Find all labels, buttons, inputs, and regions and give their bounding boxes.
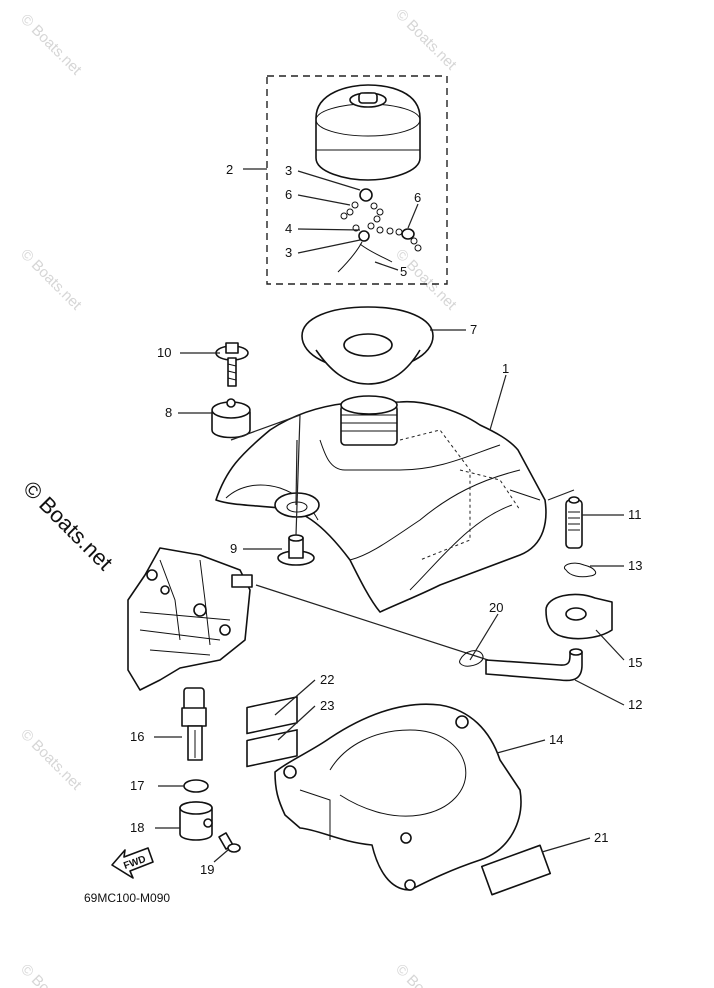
joint [179, 801, 213, 841]
callout-15: 15 [628, 655, 642, 670]
callout-1: 1 [502, 361, 509, 376]
o-ring [183, 779, 209, 793]
callout-6: 6 [285, 187, 292, 202]
fwd-arrow-icon: FWD [111, 847, 154, 879]
callout-labels: 2 3 6 6 4 3 5 7 10 1 8 11 9 13 20 15 22 … [130, 162, 642, 877]
cap-chain-assembly [337, 188, 422, 273]
watermark-text: © Boats.net [17, 961, 85, 988]
bottom-bracket [274, 703, 522, 891]
watermark-text: © Boats.net [392, 6, 460, 74]
callout-21: 21 [594, 830, 608, 845]
watermark-text: © Boats.net [17, 246, 85, 314]
callout-19: 19 [200, 862, 214, 877]
watermark-text: © Boats.net [392, 961, 460, 988]
hose-clip [564, 562, 597, 578]
carburetor [127, 547, 253, 691]
filler-seal [301, 306, 434, 385]
callout-12: 12 [628, 697, 642, 712]
callout-17: 17 [130, 778, 144, 793]
callout-11: 11 [628, 507, 642, 522]
watermark-text: © Boats.net [17, 726, 85, 794]
grommet [211, 398, 251, 439]
kit-box-outline [266, 75, 448, 285]
callout-6: 6 [414, 190, 421, 205]
callout-20: 20 [489, 600, 503, 615]
drawing-code: 69MC100-M090 [84, 891, 170, 905]
callout-2: 2 [226, 162, 233, 177]
callout-22: 22 [320, 672, 334, 687]
callout-3: 3 [285, 163, 292, 178]
callout-10: 10 [157, 345, 171, 360]
label-21 [480, 844, 552, 896]
collar [277, 534, 315, 566]
callout-23: 23 [320, 698, 334, 713]
callout-14: 14 [549, 732, 563, 747]
watermark-text: © Boats.net [17, 11, 85, 79]
tank-screw [215, 342, 249, 387]
callout-4: 4 [285, 221, 292, 236]
hose-clip-small [459, 650, 484, 667]
joint-screw [218, 832, 241, 853]
callout-7: 7 [470, 322, 477, 337]
fuel-tank [215, 395, 547, 613]
callout-3: 3 [285, 245, 292, 260]
callout-13: 13 [628, 558, 642, 573]
callout-leaders [154, 168, 625, 863]
throttle-rod [181, 687, 207, 761]
callout-5: 5 [400, 264, 407, 279]
reference-lines [230, 414, 575, 661]
callout-16: 16 [130, 729, 144, 744]
callout-18: 18 [130, 820, 144, 835]
damper-plate [545, 593, 613, 640]
fuel-hose [485, 648, 583, 682]
label-23 [246, 729, 298, 768]
callout-8: 8 [165, 405, 172, 420]
callout-9: 9 [230, 541, 237, 556]
filler-cap [315, 84, 421, 181]
watermark-large: © Boats.net [18, 476, 117, 575]
watermark-text: © Boats.net [392, 246, 460, 314]
fuel-filter [565, 496, 583, 549]
